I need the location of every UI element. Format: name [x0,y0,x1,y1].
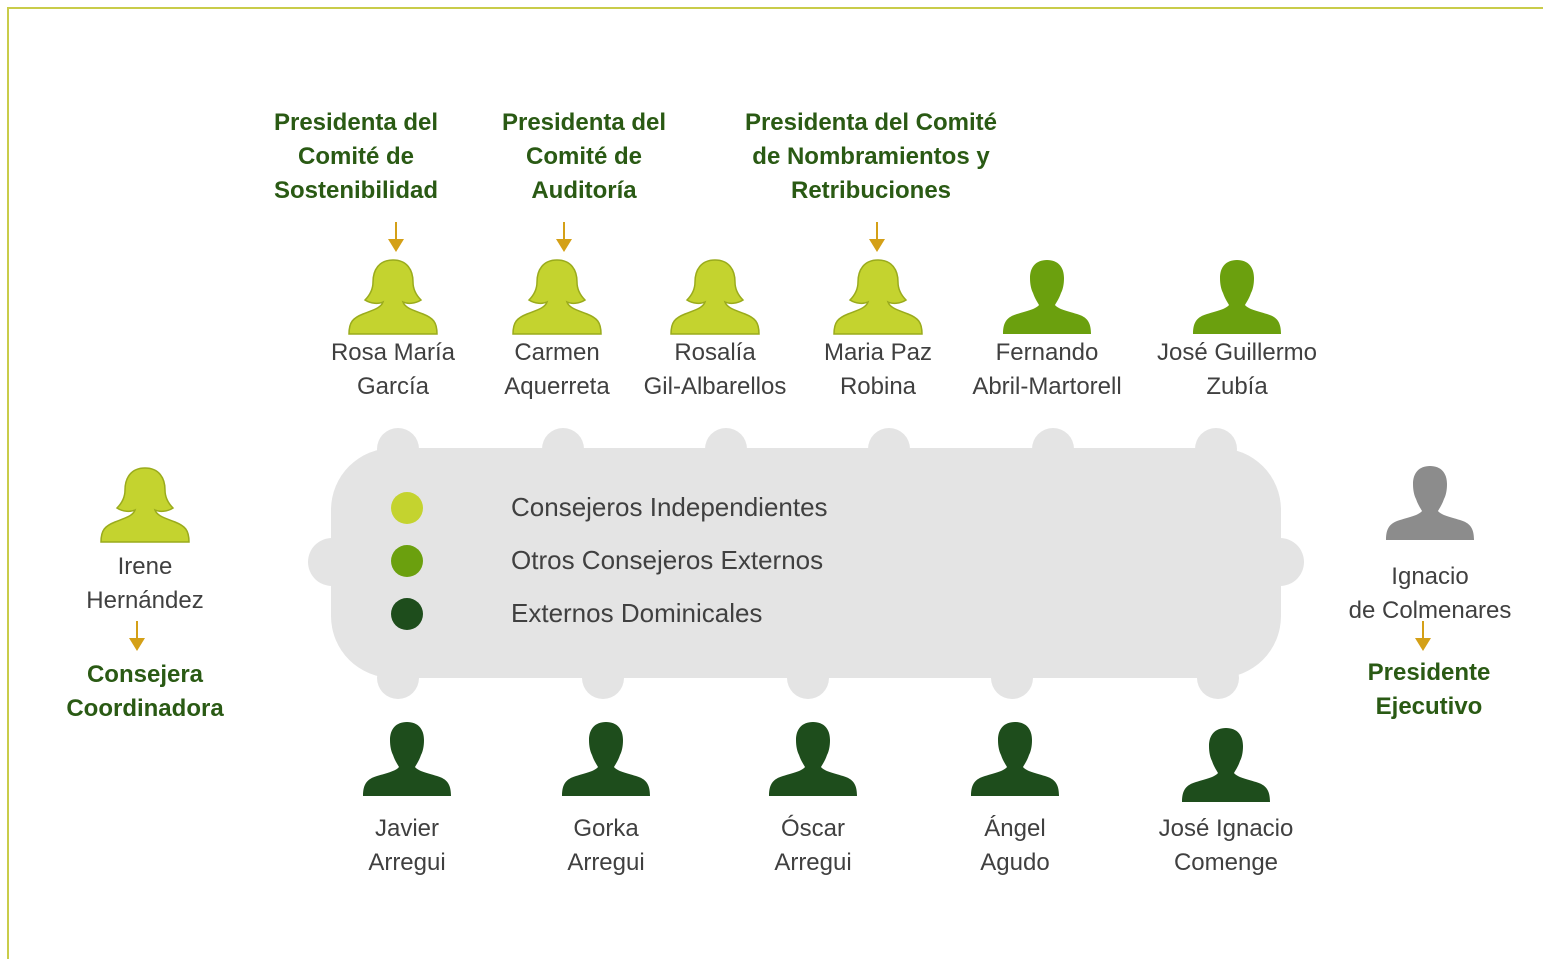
female-person-icon [512,259,602,335]
member-top: Maria Paz Robina [758,258,998,404]
member-top: José Guillermo Zubía [1117,258,1357,404]
role-nombramientos: Presidenta del Comité de Nombramientos y… [744,109,998,204]
member-top: Carmen Aquerreta [437,258,677,404]
legend-dot [391,598,423,630]
legend-label: Otros Consejeros Externos [511,545,824,575]
arrow-down-icon [129,621,145,651]
role-sostenibilidad: Presidenta del Comité de Sostenibilidad [273,109,439,204]
female-person-icon [100,467,190,543]
member-name: Rosa María García [330,339,456,400]
legend-dot [391,545,423,577]
member-name: Gorka Arregui [567,815,645,876]
member-name: José Ignacio Comenge [1158,815,1294,876]
member-bottom: Gorka Arregui [486,720,726,880]
member-top: Fernando Abril-Martorell [927,258,1167,404]
female-person-icon [348,259,438,335]
arrow-down-icon [1415,621,1431,651]
arrow-down-icon [388,222,404,252]
legend-item-independent: Consejeros Independientes [391,488,951,528]
member-bottom: Javier Arregui [287,720,527,880]
arrow-down-icon [556,222,572,252]
male-person-icon [1193,260,1281,334]
male-person-icon [769,722,857,796]
female-person-icon [670,259,760,335]
arrow-down-icon [869,222,885,252]
male-person-icon [363,722,451,796]
legend-item-other-external: Otros Consejeros Externos [391,541,951,581]
legend-label: Externos Dominicales [511,598,763,628]
member-name: Carmen Aquerreta [504,339,610,400]
member-name: José Guillermo Zubía [1156,339,1318,400]
member-bottom: Ángel Agudo [895,720,1135,880]
member-name: Maria Paz Robina [823,339,933,400]
male-person-icon [562,722,650,796]
table-surface [331,448,1281,678]
member-name: Irene Hernández [86,553,204,614]
male-person-icon [971,722,1059,796]
member-top: Rosalía Gil-Albarellos [595,258,835,404]
female-person-icon [833,259,923,335]
role-coordinadora: Consejera Coordinadora [66,661,224,722]
legend-label: Consejeros Independientes [511,492,828,522]
member-name: Ignacio de Colmenares [1348,563,1512,624]
male-person-icon [1182,728,1270,802]
member-bottom: José Ignacio Comenge [1106,726,1346,880]
male-person-icon [1003,260,1091,334]
slide-frame [7,7,1543,959]
role-auditoria: Presidenta del Comité de Auditoría [501,109,667,204]
legend-item-dominical: Externos Dominicales [391,594,951,634]
member-name: Óscar Arregui [774,815,852,876]
member-name: Fernando Abril-Martorell [972,339,1122,400]
male-person-icon [1386,466,1474,540]
member-top: Rosa María García [273,258,513,404]
member-name: Ángel Agudo [980,815,1050,876]
member-name: Javier Arregui [368,815,446,876]
member-bottom: Óscar Arregui [693,720,933,880]
legend-dot [391,492,423,524]
role-ejecutivo: Presidente Ejecutivo [1367,659,1491,720]
member-left: Irene Hernández [25,466,265,618]
member-right: Ignacio de Colmenares [1310,464,1544,628]
member-name: Rosalía Gil-Albarellos [643,339,787,400]
